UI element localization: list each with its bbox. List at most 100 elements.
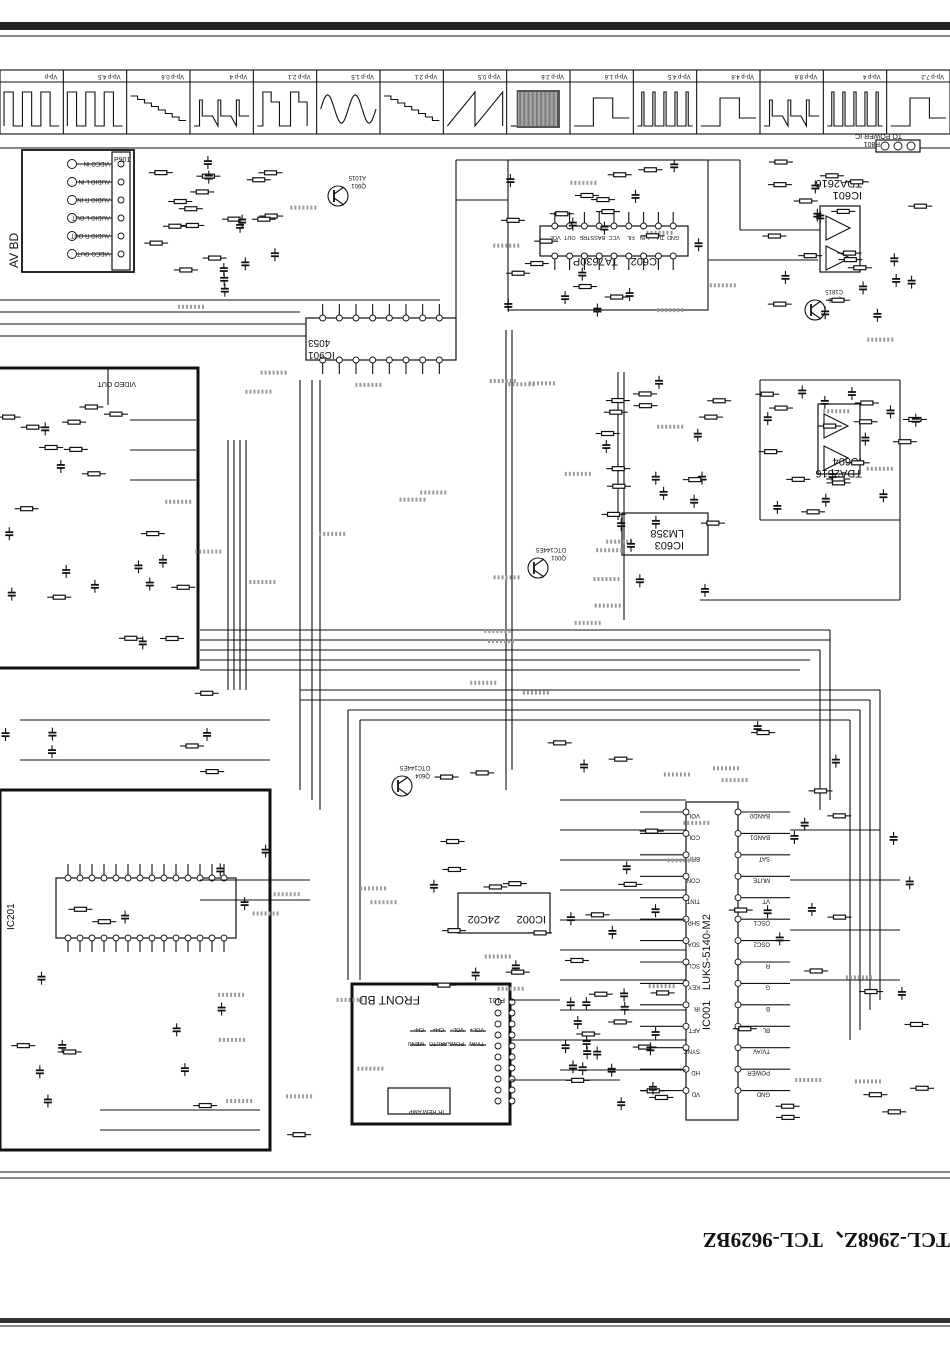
ic001-pin-label: TV/AV (753, 1048, 770, 1054)
waveform-label: Vp-p 7.2 (921, 73, 944, 79)
svg-text:A1015: A1015 (348, 174, 366, 180)
av-jack: VIDEO OUT (67, 249, 125, 259)
ic001-pin-label: GND (756, 1091, 770, 1097)
ic001-pin-label: G (765, 983, 770, 989)
ic001-pin-label: OSC2 (753, 941, 770, 947)
ic201-ref: IC201 (6, 903, 17, 930)
wiring (0, 159, 901, 1151)
ic001-pin-label: TINT (686, 898, 700, 904)
ic603-part: LM358 (650, 527, 684, 539)
waveform-cell: Vp-p (3, 73, 60, 127)
av-jack: AUDIO R IN (67, 195, 125, 205)
svg-text:C1815: C1815 (825, 288, 843, 294)
ic601: IC601 TDA2616 (816, 177, 862, 273)
shading-marks (165, 180, 894, 1104)
bottom-border (0, 1318, 950, 1323)
ic603: LM358 IC603 (621, 512, 709, 556)
ic001-pin-label: AFT (688, 1026, 700, 1032)
waveform-cell: Vp-p 4.5 (632, 70, 693, 134)
passive-components (0, 156, 935, 1138)
power-connector-ref: P801 (864, 140, 880, 147)
ic001-pin-label: R (765, 962, 770, 968)
svg-text:AUDIO R IN: AUDIO R IN (77, 196, 110, 202)
waveform-cell: Vp-p 0.5 (442, 70, 504, 134)
av-jack: AUDIO R OUT (67, 231, 125, 241)
ic001-pin-label: BRI (690, 855, 700, 861)
waveform-label: Vp-p 4.5 (667, 73, 690, 79)
ic001-part: LUKS-5140-M2 (701, 914, 713, 990)
ic001-pin-label: SAT (758, 855, 770, 861)
av-jack: VIDEO IN (67, 159, 125, 169)
waveform-cell: Vp-p 4.6 (696, 70, 756, 134)
ic602-pin-label: GND (667, 234, 679, 240)
front-key-label: VOL+ (470, 1026, 484, 1032)
ic001: IC001 LUKS-5140-M2 VOLCOLBRICONTINTSHPSD… (640, 801, 790, 1121)
svg-text:AUDIO R OUT: AUDIO R OUT (70, 232, 110, 238)
ic001-pin-label: IR (693, 1005, 700, 1011)
ic001-pin-label: COL (687, 833, 700, 839)
waveform-cell: Vp-p 2.1 (252, 70, 311, 134)
ic602-pin-label: TRE (579, 234, 590, 240)
av-board: VIDEO IN AUDIO L IN AUDIO R IN AUDIO L OUT A… (7, 149, 135, 273)
front-key-label: CH- (414, 1026, 424, 1032)
waveform-label: Vp-p 4 (862, 73, 880, 79)
av-jack: AUDIO L IN (67, 177, 125, 187)
waveform-label: Vp-p 0.6 (161, 73, 184, 79)
top-border (0, 22, 950, 30)
ic001-pin-label: SDA (688, 941, 700, 947)
ic602-pin-label: BASS (590, 234, 605, 240)
ic001-pin-label: BAND0 (749, 812, 770, 818)
ic001-pin-label: MUTE (753, 876, 770, 882)
ic001-pin-label: POWER (747, 1069, 770, 1075)
ic602-pin-label: VCC (608, 234, 620, 240)
ic603-ref: IC603 (655, 539, 684, 551)
front-key-label: POWER (443, 1040, 464, 1046)
svg-text:Q001: Q001 (551, 554, 566, 560)
ir-receiver-label: IR REM AMP (409, 1108, 444, 1114)
svg-text:DTC144ES: DTC144ES (536, 546, 566, 552)
ic001-pin-label: SYNC (683, 1048, 700, 1054)
model-title: TCL-2968Z、TCL-9629BZ (702, 1228, 950, 1252)
waveform-label: Vp-p 0.5 (477, 73, 500, 79)
svg-text:Q901: Q901 (351, 182, 366, 188)
ic901-ref: IC901 (308, 349, 335, 360)
ic001-pin-label: VT (762, 898, 770, 904)
front-key-label: VOL- (451, 1026, 464, 1032)
av-jack: AUDIO L OUT (67, 213, 125, 223)
av-board-title: AV BD (7, 233, 21, 268)
waveform-label: Vp-p 2.6 (541, 73, 564, 79)
svg-text:VIDEO OUT: VIDEO OUT (77, 250, 110, 256)
front-key-label: TV/AV (468, 1040, 484, 1046)
ic001-pin-label: HD (691, 1069, 700, 1075)
svg-text:AUDIO L OUT: AUDIO L OUT (72, 214, 110, 220)
waveform-label: Vp-p 4 (229, 73, 247, 79)
waveform-cell: Vp-p 4 (822, 70, 883, 134)
waveform-label: Vp-p 4.6 (731, 73, 754, 79)
ic901: IC901 4053 (305, 304, 457, 374)
ic601-ref: IC601 (833, 189, 862, 201)
ic001-pin-label: SHP (688, 919, 700, 925)
waveform-label: Vp-p 2.1 (414, 73, 437, 79)
waveform-label: Vp-p 2.1 (287, 73, 310, 79)
ic001-ref: IC001 (701, 1001, 713, 1030)
ic001-pin-label: BL (762, 1026, 770, 1032)
svg-text:VIDEO IN: VIDEO IN (84, 160, 110, 166)
svg-text:Q604: Q604 (415, 772, 430, 778)
av-connector-label: P901 (114, 157, 130, 164)
ic602-pin-label: L IN (640, 234, 650, 240)
ic002-part: 24C02 (468, 913, 500, 925)
waveform-cell: Vp-p 0.6 (126, 70, 186, 134)
ic001-pin-label: BAND1 (749, 833, 770, 839)
ic001-pin-label: VOL (687, 812, 700, 818)
ic001-pin-label: SCL (688, 962, 700, 968)
waveform-label: Vp-p 8.6 (794, 73, 817, 79)
ic201: IC201 (6, 864, 237, 952)
ic901-part: 4053 (308, 337, 331, 348)
tuner-frame (0, 366, 200, 670)
waveform-cell: Vp-p 7.2 (886, 70, 946, 134)
video-out-label: VIDEO OUT (97, 380, 136, 387)
